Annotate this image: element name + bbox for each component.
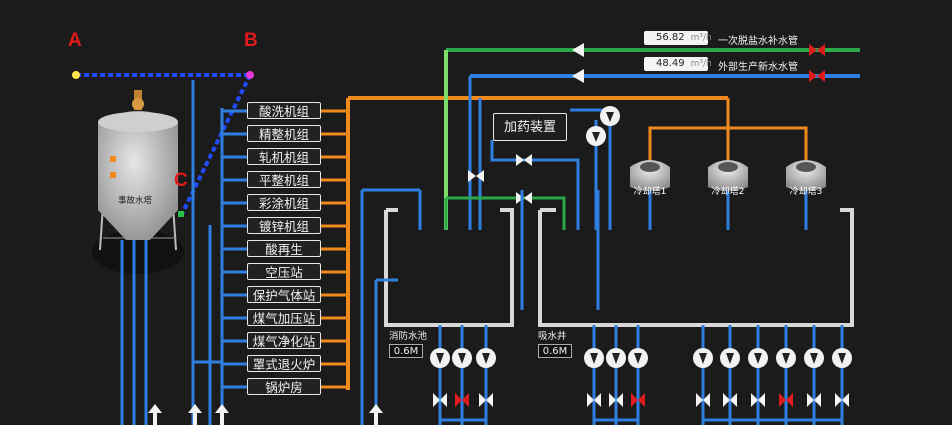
unit-7[interactable]: 空压站 — [247, 263, 321, 280]
dosing-pump-icons — [468, 106, 620, 204]
unit-8[interactable]: 保护气体站 — [247, 286, 321, 303]
point-b-dot — [246, 71, 254, 79]
unit-1[interactable]: 精整机组 — [247, 125, 321, 142]
pump-unit — [606, 325, 626, 425]
silo-outflow-pipes — [120, 80, 195, 425]
unit-11[interactable]: 罩式退火炉 — [247, 355, 321, 372]
pump-unit — [832, 325, 852, 425]
pump-unit — [584, 325, 604, 425]
unit-0[interactable]: 酸洗机组 — [247, 102, 321, 119]
cooling-tower-3-label: 冷却塔3 — [789, 187, 823, 197]
unit-3[interactable]: 平整机组 — [247, 171, 321, 188]
cooling-tower-1-label: 冷却塔1 — [633, 187, 667, 197]
unit-9[interactable]: 煤气加压站 — [247, 309, 321, 326]
unit-5[interactable]: 镀锌机组 — [247, 217, 321, 234]
point-c-dot — [178, 211, 184, 217]
suction-well-label: 吸水井 — [538, 331, 567, 342]
point-a-dot — [72, 71, 80, 79]
unit-stub-pipes — [222, 109, 348, 389]
pump-unit — [693, 325, 713, 425]
header-valve-icons — [809, 44, 825, 82]
pool-inflow-pipes — [360, 188, 600, 425]
marker-c: C — [174, 170, 188, 191]
marker-b: B — [244, 30, 258, 51]
pipe-label-desalted: 一次脱盐水补水管 — [718, 36, 798, 47]
supply-header-pipes — [444, 48, 860, 230]
pump-unit — [628, 325, 648, 425]
unit-4[interactable]: 彩涂机组 — [247, 194, 321, 211]
accident-water-tower-icon — [92, 90, 184, 274]
orange-return-pipes — [346, 96, 808, 390]
pipe-label-fresh: 外部生产新水水管 — [718, 62, 798, 73]
unit-2[interactable]: 轧机机组 — [247, 148, 321, 165]
pump-unit — [804, 325, 824, 425]
unit-12[interactable]: 锅炉房 — [247, 378, 321, 395]
cooling-tower-2-label: 冷却塔2 — [711, 187, 745, 197]
pump-unit — [452, 325, 472, 425]
pump-unit — [476, 325, 496, 425]
dosing-device[interactable]: 加药装置 — [493, 113, 567, 141]
suction-well-level: 0.6M — [538, 344, 572, 358]
flow-direction-arrows — [572, 43, 584, 83]
pump-unit — [748, 325, 768, 425]
unit-supply-pipes — [193, 108, 224, 425]
silo-label: 事故水塔 — [118, 196, 153, 206]
cooling-tower-icons — [630, 160, 826, 191]
inlet-arrow-icons — [148, 404, 383, 425]
pump-unit — [720, 325, 740, 425]
pump-unit — [430, 325, 450, 425]
unit-6[interactable]: 酸再生 — [247, 240, 321, 257]
fire-pool-level: 0.6M — [389, 344, 423, 358]
fire-pool-label: 消防水池 — [389, 331, 428, 342]
unit-10[interactable]: 煤气净化站 — [247, 332, 321, 349]
pump-unit — [776, 325, 796, 425]
pool-outlines — [384, 208, 854, 327]
pump-columns — [430, 325, 852, 425]
marker-a: A — [68, 30, 82, 51]
